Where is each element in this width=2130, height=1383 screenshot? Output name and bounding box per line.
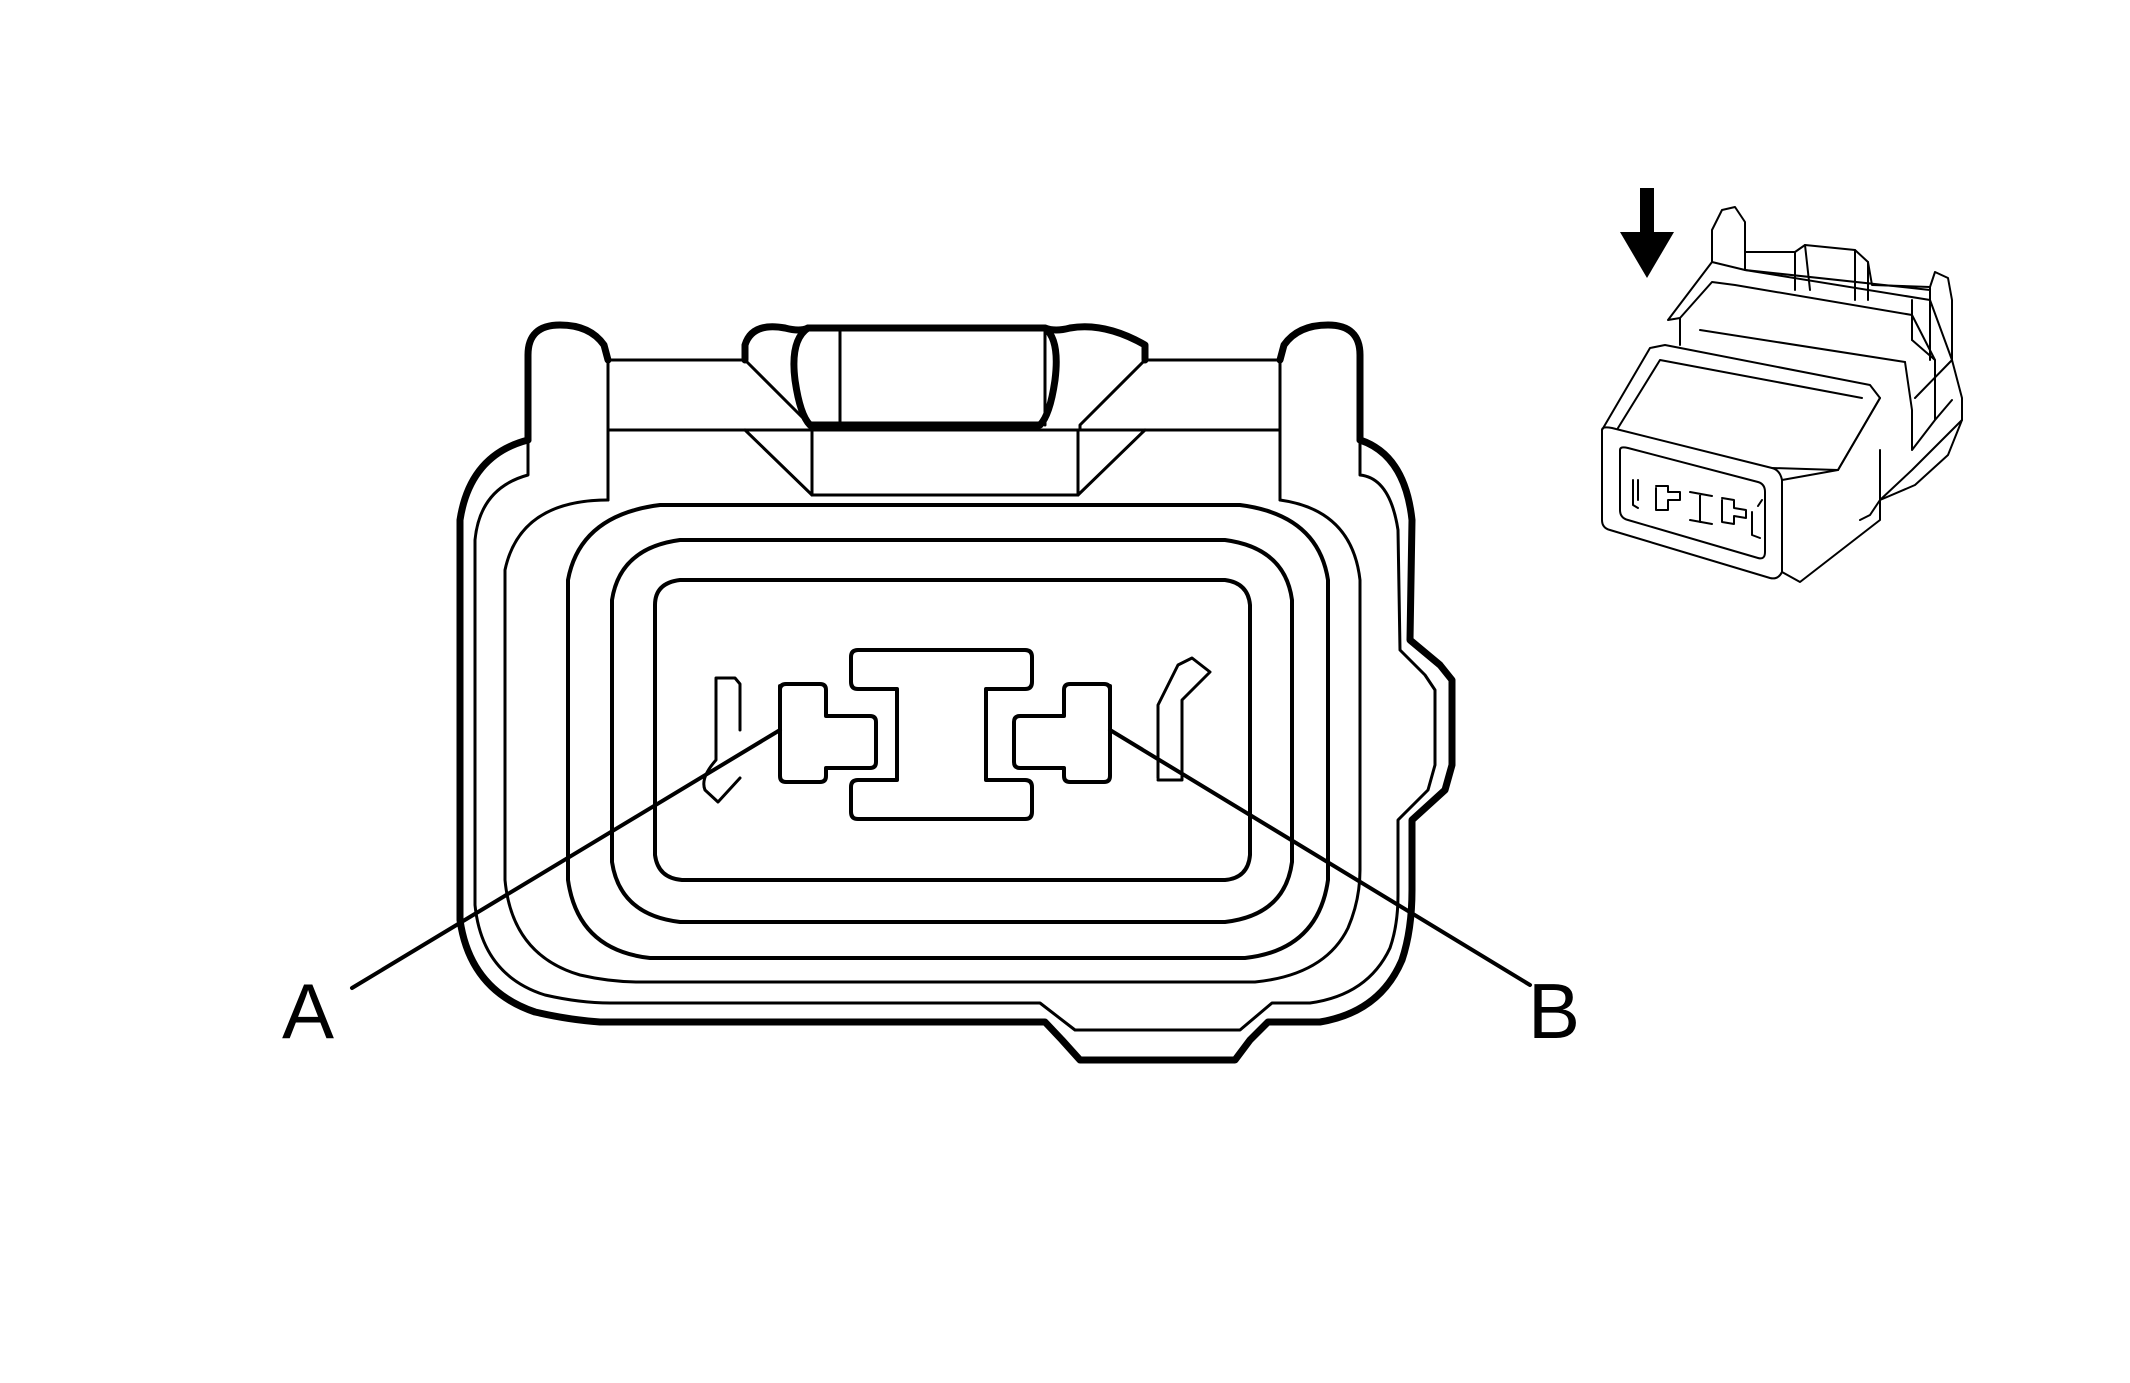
- inset-front-shell-edge: [1771, 467, 1839, 471]
- inner-ring-2: [610, 538, 1294, 924]
- left-chamfer: [743, 358, 814, 497]
- right-key-rib: [1156, 656, 1212, 782]
- inset-terminal-pattern: [1632, 479, 1763, 539]
- inner-ring-1: [566, 503, 1330, 960]
- leader-line-b: [1108, 728, 1532, 987]
- callout-label-a: A: [282, 967, 334, 1055]
- left-key-rib: [702, 676, 742, 804]
- housing-inner-line-1: [473, 438, 1437, 1032]
- terminal-a: [778, 682, 878, 784]
- inset-top-body: [1667, 261, 1953, 399]
- connector-isometric-inset: [1601, 188, 1963, 583]
- top-frame: [606, 358, 1282, 502]
- right-chamfer: [1076, 358, 1147, 497]
- outer-housing-outline: [456, 436, 1456, 1064]
- inset-front-shell-side: [1781, 397, 1881, 583]
- callout-label-b: B: [1528, 967, 1580, 1055]
- inset-front-shell-top-inner: [1617, 359, 1863, 429]
- terminal-b: [1012, 682, 1112, 784]
- inset-side-rails: [1879, 339, 1963, 501]
- inset-front-face-inner: [1619, 446, 1766, 560]
- housing-ring: [503, 498, 1362, 984]
- connector-face-view: [350, 321, 1532, 1064]
- inset-front-face-outer: [1601, 426, 1783, 580]
- lock-bump-inner: [790, 324, 1060, 429]
- arrow-down-icon: [1620, 188, 1674, 278]
- center-i-beam: [849, 648, 1034, 821]
- lock-bump-dividers: [808, 328, 1047, 427]
- right-latch-ear: [1276, 321, 1364, 444]
- leader-line-a: [350, 728, 782, 990]
- inset-rear-clip: [1711, 206, 1963, 521]
- terminal-cavity-face: [653, 578, 1252, 882]
- left-latch-ear: [524, 321, 612, 444]
